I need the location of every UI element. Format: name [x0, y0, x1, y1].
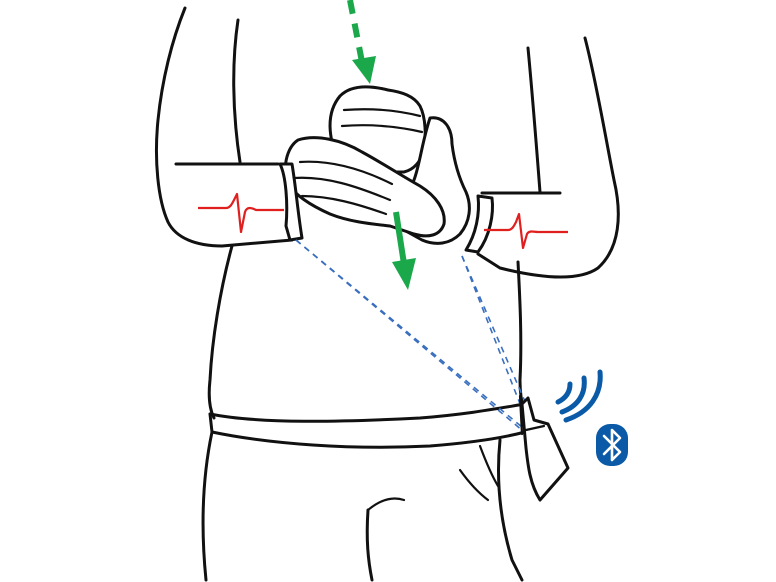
lower-solid-arrow: [392, 211, 416, 290]
ecg-right: [484, 212, 568, 250]
ecg-left: [198, 192, 284, 234]
wireless-signal-icon: [555, 369, 603, 423]
upper-dashed-arrow: [347, 0, 376, 84]
bluetooth-icon: [596, 424, 628, 466]
person-figure: [154, 6, 620, 582]
hands: [278, 85, 494, 254]
hip-sensor-device: [518, 394, 570, 502]
